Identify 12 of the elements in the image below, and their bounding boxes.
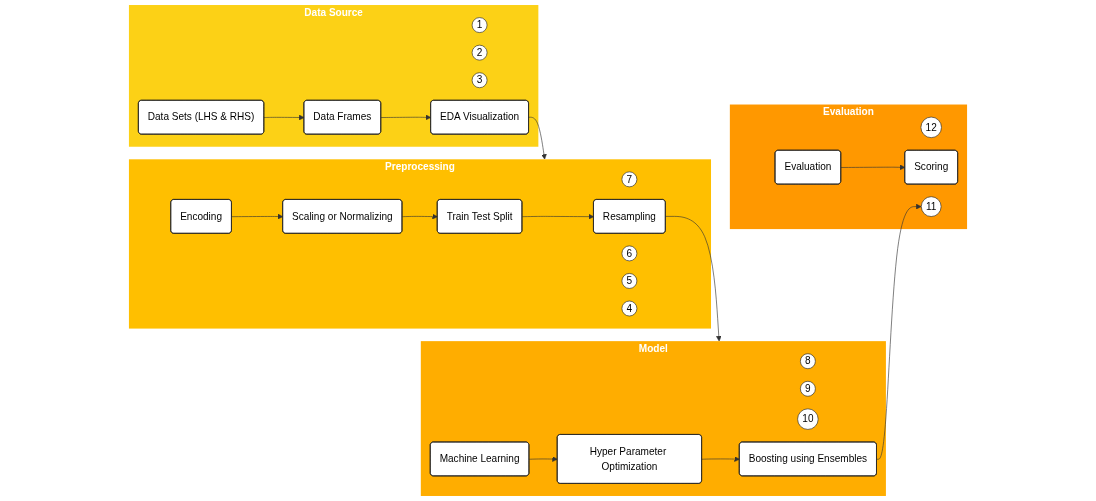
node-circle: 7 <box>621 171 638 188</box>
node-circle: 8 <box>800 353 816 370</box>
node-circle: 5 <box>621 273 638 289</box>
node-circle: 10 <box>797 408 819 430</box>
node-circle: 9 <box>800 380 816 397</box>
node-circle: 2 <box>471 44 488 61</box>
node-circle: 6 <box>621 245 638 262</box>
node-circle: 11 <box>920 196 942 217</box>
node-circle: 4 <box>621 300 638 317</box>
node-circle: 3 <box>471 72 488 89</box>
node-circle: 1 <box>471 17 488 33</box>
node-circle: 12 <box>920 116 942 138</box>
